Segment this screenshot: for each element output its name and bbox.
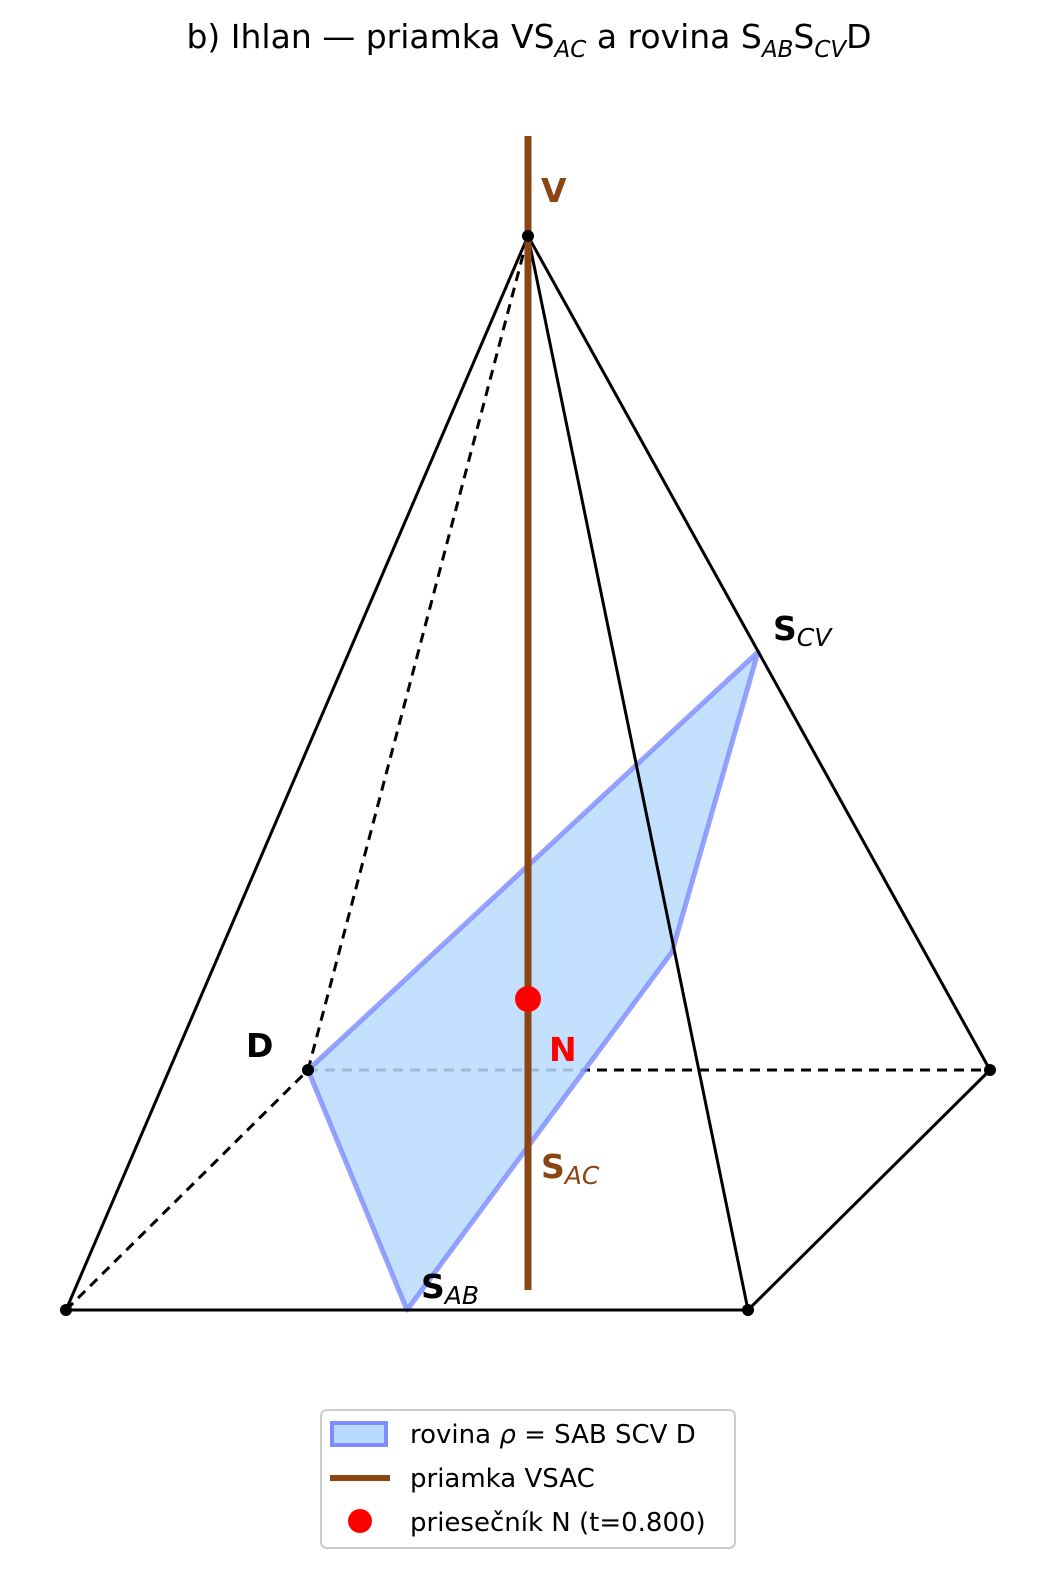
edge-C-V: [526, 235, 992, 1071]
legend-line-label: priamka VSAC: [410, 1464, 595, 1494]
vertex-B: [742, 1304, 754, 1316]
legend-plane-swatch: [330, 1421, 388, 1447]
label-S-AC: SAC: [541, 1147, 600, 1190]
edge-A-V: [64, 235, 530, 1311]
legend-plane-label: rovina ρ = SAB SCV D: [410, 1420, 696, 1450]
label-S-AB: SAB: [421, 1267, 479, 1310]
intersection-point-N: [515, 986, 541, 1012]
vertex-C: [984, 1064, 996, 1076]
edge-B-V: [526, 235, 750, 1311]
plane-rho: [305, 649, 761, 1313]
edge-A-D: [64, 1068, 310, 1312]
label-V: V: [541, 171, 567, 210]
edge-B-C: [746, 1068, 992, 1312]
legend: rovina ρ = SAB SCV D priamka VSAC priese…: [320, 1409, 736, 1549]
label-N: N: [549, 1030, 577, 1069]
figure-title: b) Ihlan — priamka VSAC a rovina SABSCVD: [186, 17, 871, 63]
label-S-CV: SCV: [773, 609, 833, 652]
legend-frame: [320, 1409, 736, 1549]
hidden-edges: [64, 235, 990, 1312]
label-D: D: [246, 1026, 273, 1065]
vertices: [60, 230, 996, 1316]
legend-point-label: priesečník N (t=0.800): [410, 1508, 706, 1538]
legend-point-swatch: [348, 1509, 372, 1533]
edge-D-V: [306, 235, 530, 1071]
visible-edges: [64, 235, 992, 1312]
vertex-A: [60, 1304, 72, 1316]
vertex-V: [522, 230, 534, 242]
vertex-D: [302, 1064, 314, 1076]
